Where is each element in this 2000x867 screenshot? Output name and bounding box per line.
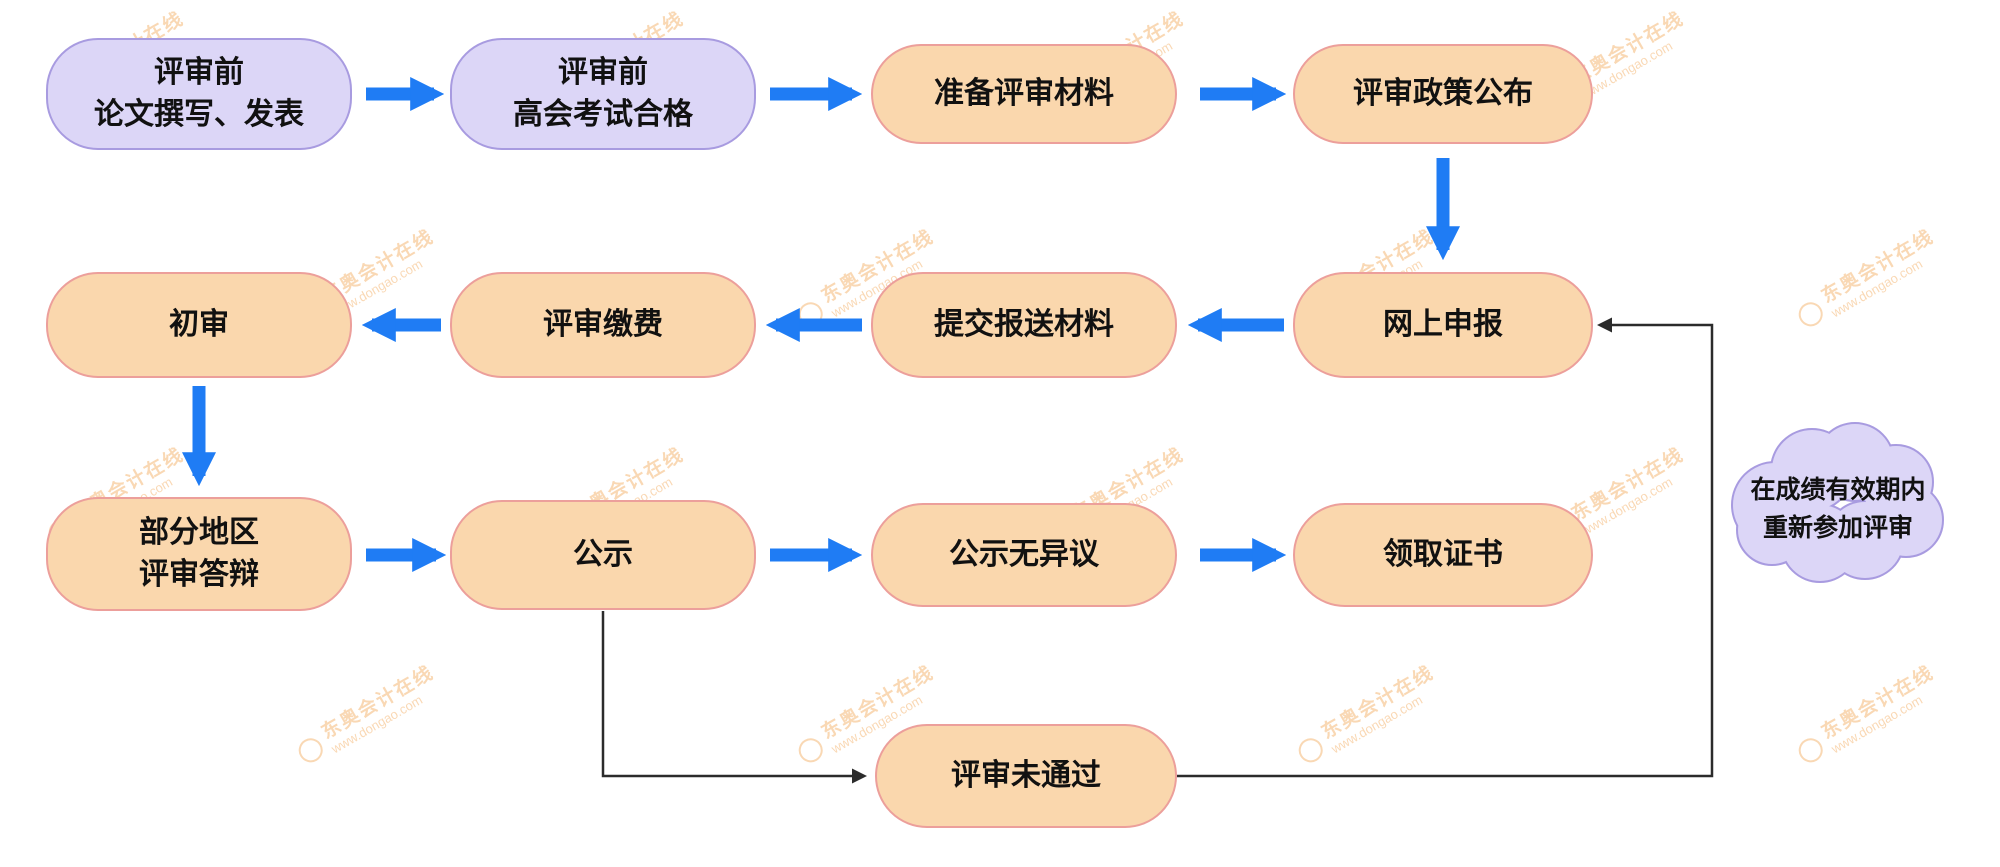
node-no-objection-label: 公示无异议 xyxy=(949,538,1099,571)
node-certificate-label: 领取证书 xyxy=(1383,538,1503,571)
line-publicity-to-not-passed xyxy=(601,611,867,784)
node-submit-materials: 提交报送材料 xyxy=(871,272,1177,378)
node-prepare-materials: 准备评审材料 xyxy=(871,44,1177,144)
node-pre-thesis: 评审前 论文撰写、发表 xyxy=(46,38,352,150)
node-defense-line1: 部分地区 xyxy=(139,516,259,549)
node-submit-materials-label: 提交报送材料 xyxy=(934,308,1114,341)
node-pre-exam-line2: 高会考试合格 xyxy=(513,98,693,131)
line-not-passed-to-online-application xyxy=(1177,317,1714,778)
node-online-application-label: 网上申报 xyxy=(1383,308,1503,341)
node-review-payment: 评审缴费 xyxy=(450,272,756,378)
cloud-note: 在成绩有效期内 重新参加评审 xyxy=(1732,472,1944,547)
node-initial-review-label: 初审 xyxy=(169,308,229,341)
node-publicity: 公示 xyxy=(450,500,756,610)
node-not-passed-label: 评审未通过 xyxy=(951,759,1101,792)
node-no-objection: 公示无异议 xyxy=(871,503,1177,607)
node-pre-exam: 评审前 高会考试合格 xyxy=(450,38,756,150)
node-defense-line2: 评审答辩 xyxy=(139,558,259,591)
node-review-payment-label: 评审缴费 xyxy=(543,308,663,341)
node-prepare-materials-label: 准备评审材料 xyxy=(934,77,1114,110)
cloud-shape-fill xyxy=(1733,424,1942,581)
node-pre-thesis-line1: 评审前 xyxy=(154,56,244,89)
node-online-application: 网上申报 xyxy=(1293,272,1593,378)
node-publicity-label: 公示 xyxy=(573,538,633,571)
node-policy-announced-label: 评审政策公布 xyxy=(1353,77,1533,110)
node-pre-exam-line1: 评审前 xyxy=(558,56,648,89)
cloud-note-line2: 重新参加评审 xyxy=(1762,513,1913,542)
node-policy-announced: 评审政策公布 xyxy=(1293,44,1593,144)
node-defense: 部分地区 评审答辩 xyxy=(46,497,352,611)
node-not-passed: 评审未通过 xyxy=(875,724,1177,828)
node-pre-thesis-line2: 论文撰写、发表 xyxy=(94,98,304,131)
cloud-note-line1: 在成绩有效期内 xyxy=(1750,476,1926,504)
node-initial-review: 初审 xyxy=(46,272,352,378)
node-certificate: 领取证书 xyxy=(1293,503,1593,607)
